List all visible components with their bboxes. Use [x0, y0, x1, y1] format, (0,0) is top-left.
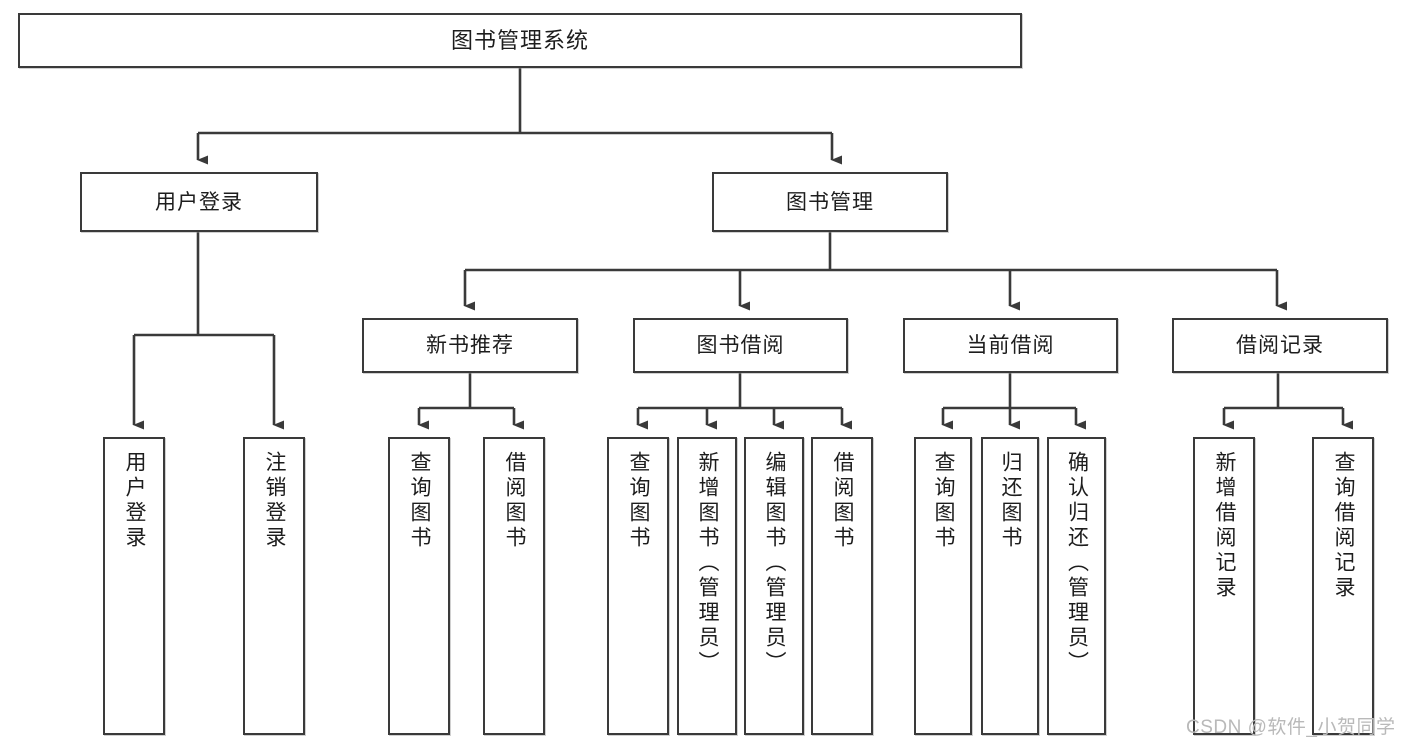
node-label: 借阅图书 — [831, 451, 855, 551]
node-new-book-recommend[interactable]: 新书推荐 — [362, 318, 578, 373]
node-label: 借阅记录 — [1236, 334, 1324, 357]
leaf-borrow-edit-book[interactable]: 编辑图书（管理员） — [744, 437, 804, 735]
node-label: 查询图书 — [932, 451, 956, 551]
node-label: 新增借阅记录 — [1213, 451, 1237, 601]
node-label: 查询图书 — [627, 451, 651, 551]
leaf-record-query[interactable]: 查询借阅记录 — [1312, 437, 1374, 735]
leaf-current-confirm-return[interactable]: 确认归还（管理员） — [1047, 437, 1106, 735]
leaf-recommend-query-book[interactable]: 查询图书 — [388, 437, 450, 735]
node-book-management[interactable]: 图书管理 — [712, 172, 948, 232]
node-label: 用户登录 — [123, 451, 147, 551]
node-label: 用户登录 — [155, 190, 243, 214]
node-label: 新书推荐 — [426, 334, 514, 357]
node-label: 归还图书 — [999, 451, 1023, 551]
node-label: 图书管理 — [786, 190, 874, 214]
leaf-current-query-book[interactable]: 查询图书 — [914, 437, 972, 735]
leaf-current-return-book[interactable]: 归还图书 — [981, 437, 1039, 735]
csdn-watermark: CSDN @软件_小贺同学 — [1186, 717, 1396, 738]
node-label: 查询借阅记录 — [1332, 451, 1356, 601]
node-label: 确认归还（管理员） — [1065, 451, 1089, 676]
node-label: 借阅图书 — [503, 451, 527, 551]
leaf-borrow-query-book[interactable]: 查询图书 — [607, 437, 669, 735]
leaf-recommend-borrow-book[interactable]: 借阅图书 — [483, 437, 545, 735]
node-current-borrow[interactable]: 当前借阅 — [903, 318, 1118, 373]
node-root-system[interactable]: 图书管理系统 — [18, 13, 1022, 68]
leaf-borrow-borrow-book[interactable]: 借阅图书 — [811, 437, 873, 735]
leaf-record-add[interactable]: 新增借阅记录 — [1193, 437, 1255, 735]
node-label: 编辑图书（管理员） — [763, 451, 787, 676]
node-label: 查询图书 — [408, 451, 432, 551]
node-label: 图书管理系统 — [450, 27, 589, 53]
node-label: 新增图书（管理员） — [696, 451, 720, 676]
leaf-user-login[interactable]: 用户登录 — [103, 437, 165, 735]
node-label: 图书借阅 — [696, 334, 785, 357]
node-label: 当前借阅 — [966, 334, 1055, 357]
node-label: 注销登录 — [263, 451, 287, 551]
leaf-user-logout[interactable]: 注销登录 — [243, 437, 305, 735]
node-user-login[interactable]: 用户登录 — [80, 172, 318, 232]
node-book-borrow[interactable]: 图书借阅 — [633, 318, 848, 373]
node-borrow-record[interactable]: 借阅记录 — [1172, 318, 1388, 373]
leaf-borrow-add-book[interactable]: 新增图书（管理员） — [677, 437, 737, 735]
